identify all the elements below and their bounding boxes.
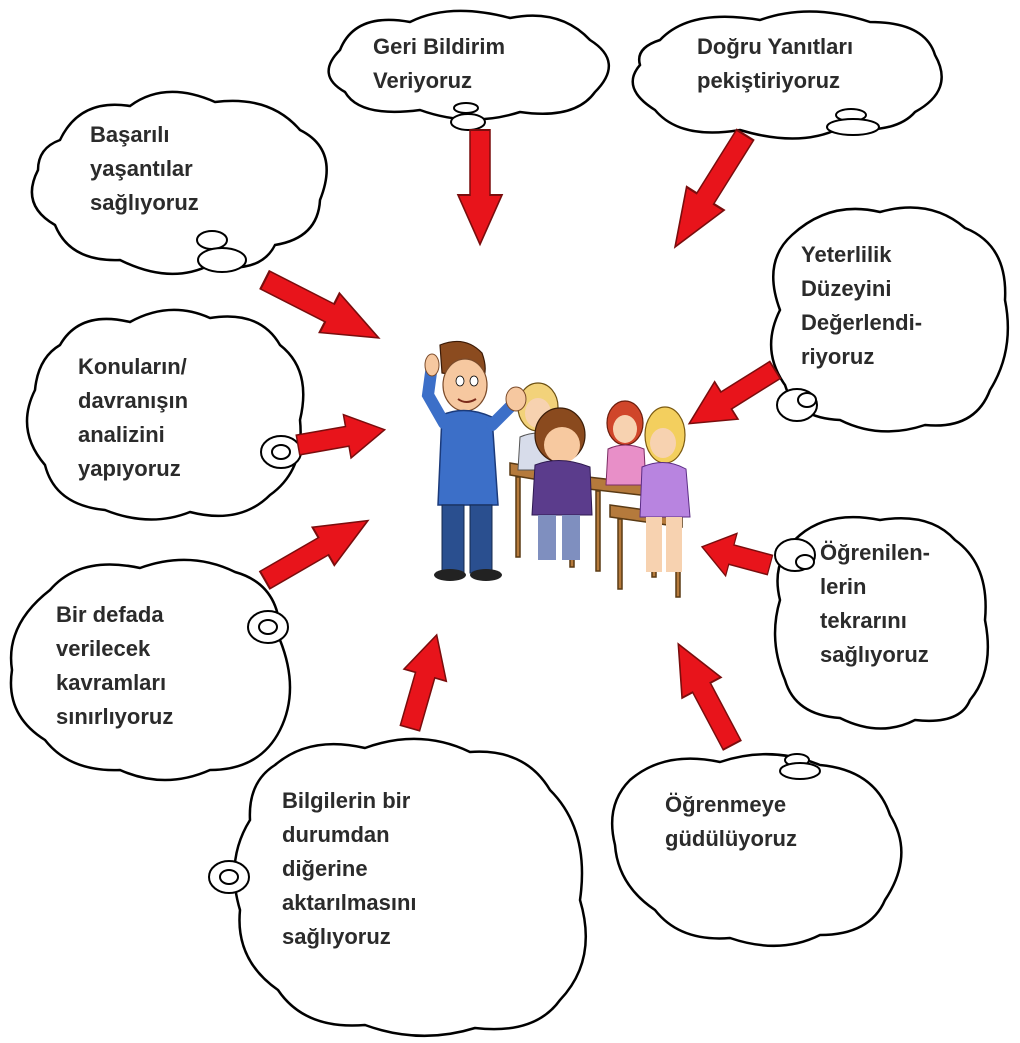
label-yeterlilik: Yeterlilik Düzeyini Değerlendi- riyoruz	[801, 242, 923, 370]
arrow-from-bir-defada	[253, 500, 380, 601]
cloud-gudulenme	[610, 752, 903, 947]
cloud-dogru-yanitlar	[631, 10, 943, 140]
label-dogru-yanitlar: Doğru Yanıtları pekiştiriyoruz	[697, 34, 854, 94]
arrow-from-konularin-analizi	[293, 407, 390, 468]
cloud-basarili-yasantilar	[30, 90, 328, 276]
cloud-bir-defada	[9, 558, 292, 782]
label-gudulenme: Öğrenmeye güdülüyoruz	[665, 792, 797, 852]
label-geri-bildirim: Geri Bildirim Veriyoruz	[373, 34, 506, 94]
arrow-from-gudulenme	[657, 632, 753, 757]
label-ogrenilenler: Öğrenilen- lerin tekrarını sağlıyoruz	[820, 540, 931, 668]
student-boy-front	[531, 407, 593, 560]
label-bilgilerin-aktarimi: Bilgilerin bir durumdan diğerine aktarıl…	[282, 788, 417, 950]
cloud-bilgilerin-aktarimi	[208, 737, 587, 1038]
arrow-from-dogru-yanitlar	[655, 122, 765, 260]
arrow-from-yeterlilik	[676, 350, 788, 444]
teacher-figure	[421, 340, 527, 581]
arrow-from-geri-bildirim	[457, 129, 503, 246]
student-girl-redhair	[605, 400, 647, 486]
cloud-ogrenilenler	[773, 515, 990, 730]
label-bir-defada: Bir defada verilecek kavramları sınırlıy…	[56, 602, 174, 730]
label-basarili-yasantilar: Başarılı yaşantılar sağlıyoruz	[90, 122, 199, 216]
teacher-with-students-illustration	[421, 340, 691, 598]
arrow-from-ogrenilenler	[695, 524, 777, 587]
student-girl-blonde	[639, 406, 691, 572]
cloud-geri-bildirim	[327, 9, 611, 131]
arrow-from-bilgilerin-aktarimi	[388, 628, 459, 735]
cloud-konularin-analizi	[25, 308, 305, 521]
label-konularin-analizi: Konuların/ davranışın analizini yapıyoru…	[78, 354, 189, 482]
cloud-yeterlilik	[769, 206, 1010, 433]
